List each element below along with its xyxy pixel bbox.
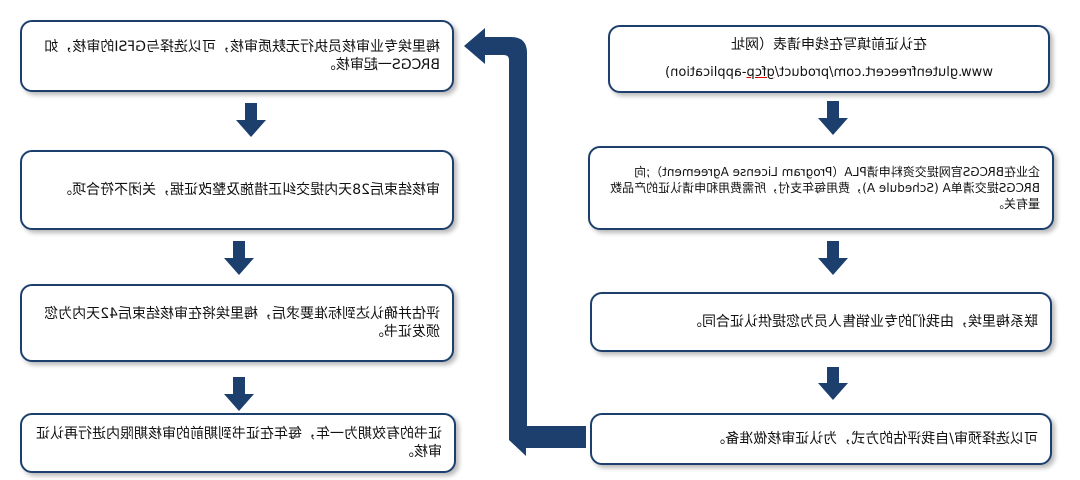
connector-arrow-icon [464,28,586,456]
down-arrow-icon [818,241,848,275]
down-arrow-icon [224,377,254,411]
step-box-online-application: 在认证前填写在线申请表（网址 www.glutenfreecert.com/pr… [608,25,1050,93]
step-box-corrective-actions: 审核结束后28天内提交纠正措施及整改证据，关闭不符合项。 [20,150,454,230]
step-box-gluten-free-audit: 梅里埃专业审核员执行无麸质审核，可以选择与GFSI的审核，如BRCGS一起审核。 [20,20,454,92]
step-box-recertification: 证书的有效期为一年，每年在证书到期前的审核期限内进行再认证审核。 [20,413,456,473]
down-arrow-icon [236,103,266,137]
step-box-certificate-issue: 评估并确认达到标准要求后，梅里埃将在审核结束后42天内为您颁发证书。 [20,284,454,362]
step-box-pre-audit: 可以选择预审/自我评估的方式，为认证审核做准备。 [590,413,1052,465]
down-arrow-icon [818,367,848,400]
step-box-contact-merieux: 联系梅里埃，由我们的专业销售人员为您提供认证合同。 [590,292,1052,352]
step-box-pla-submission: 企业在BRCGS官网提交资料申请PLA（Program License Agre… [588,146,1054,230]
down-arrow-icon [818,101,848,135]
down-arrow-icon [224,241,254,275]
